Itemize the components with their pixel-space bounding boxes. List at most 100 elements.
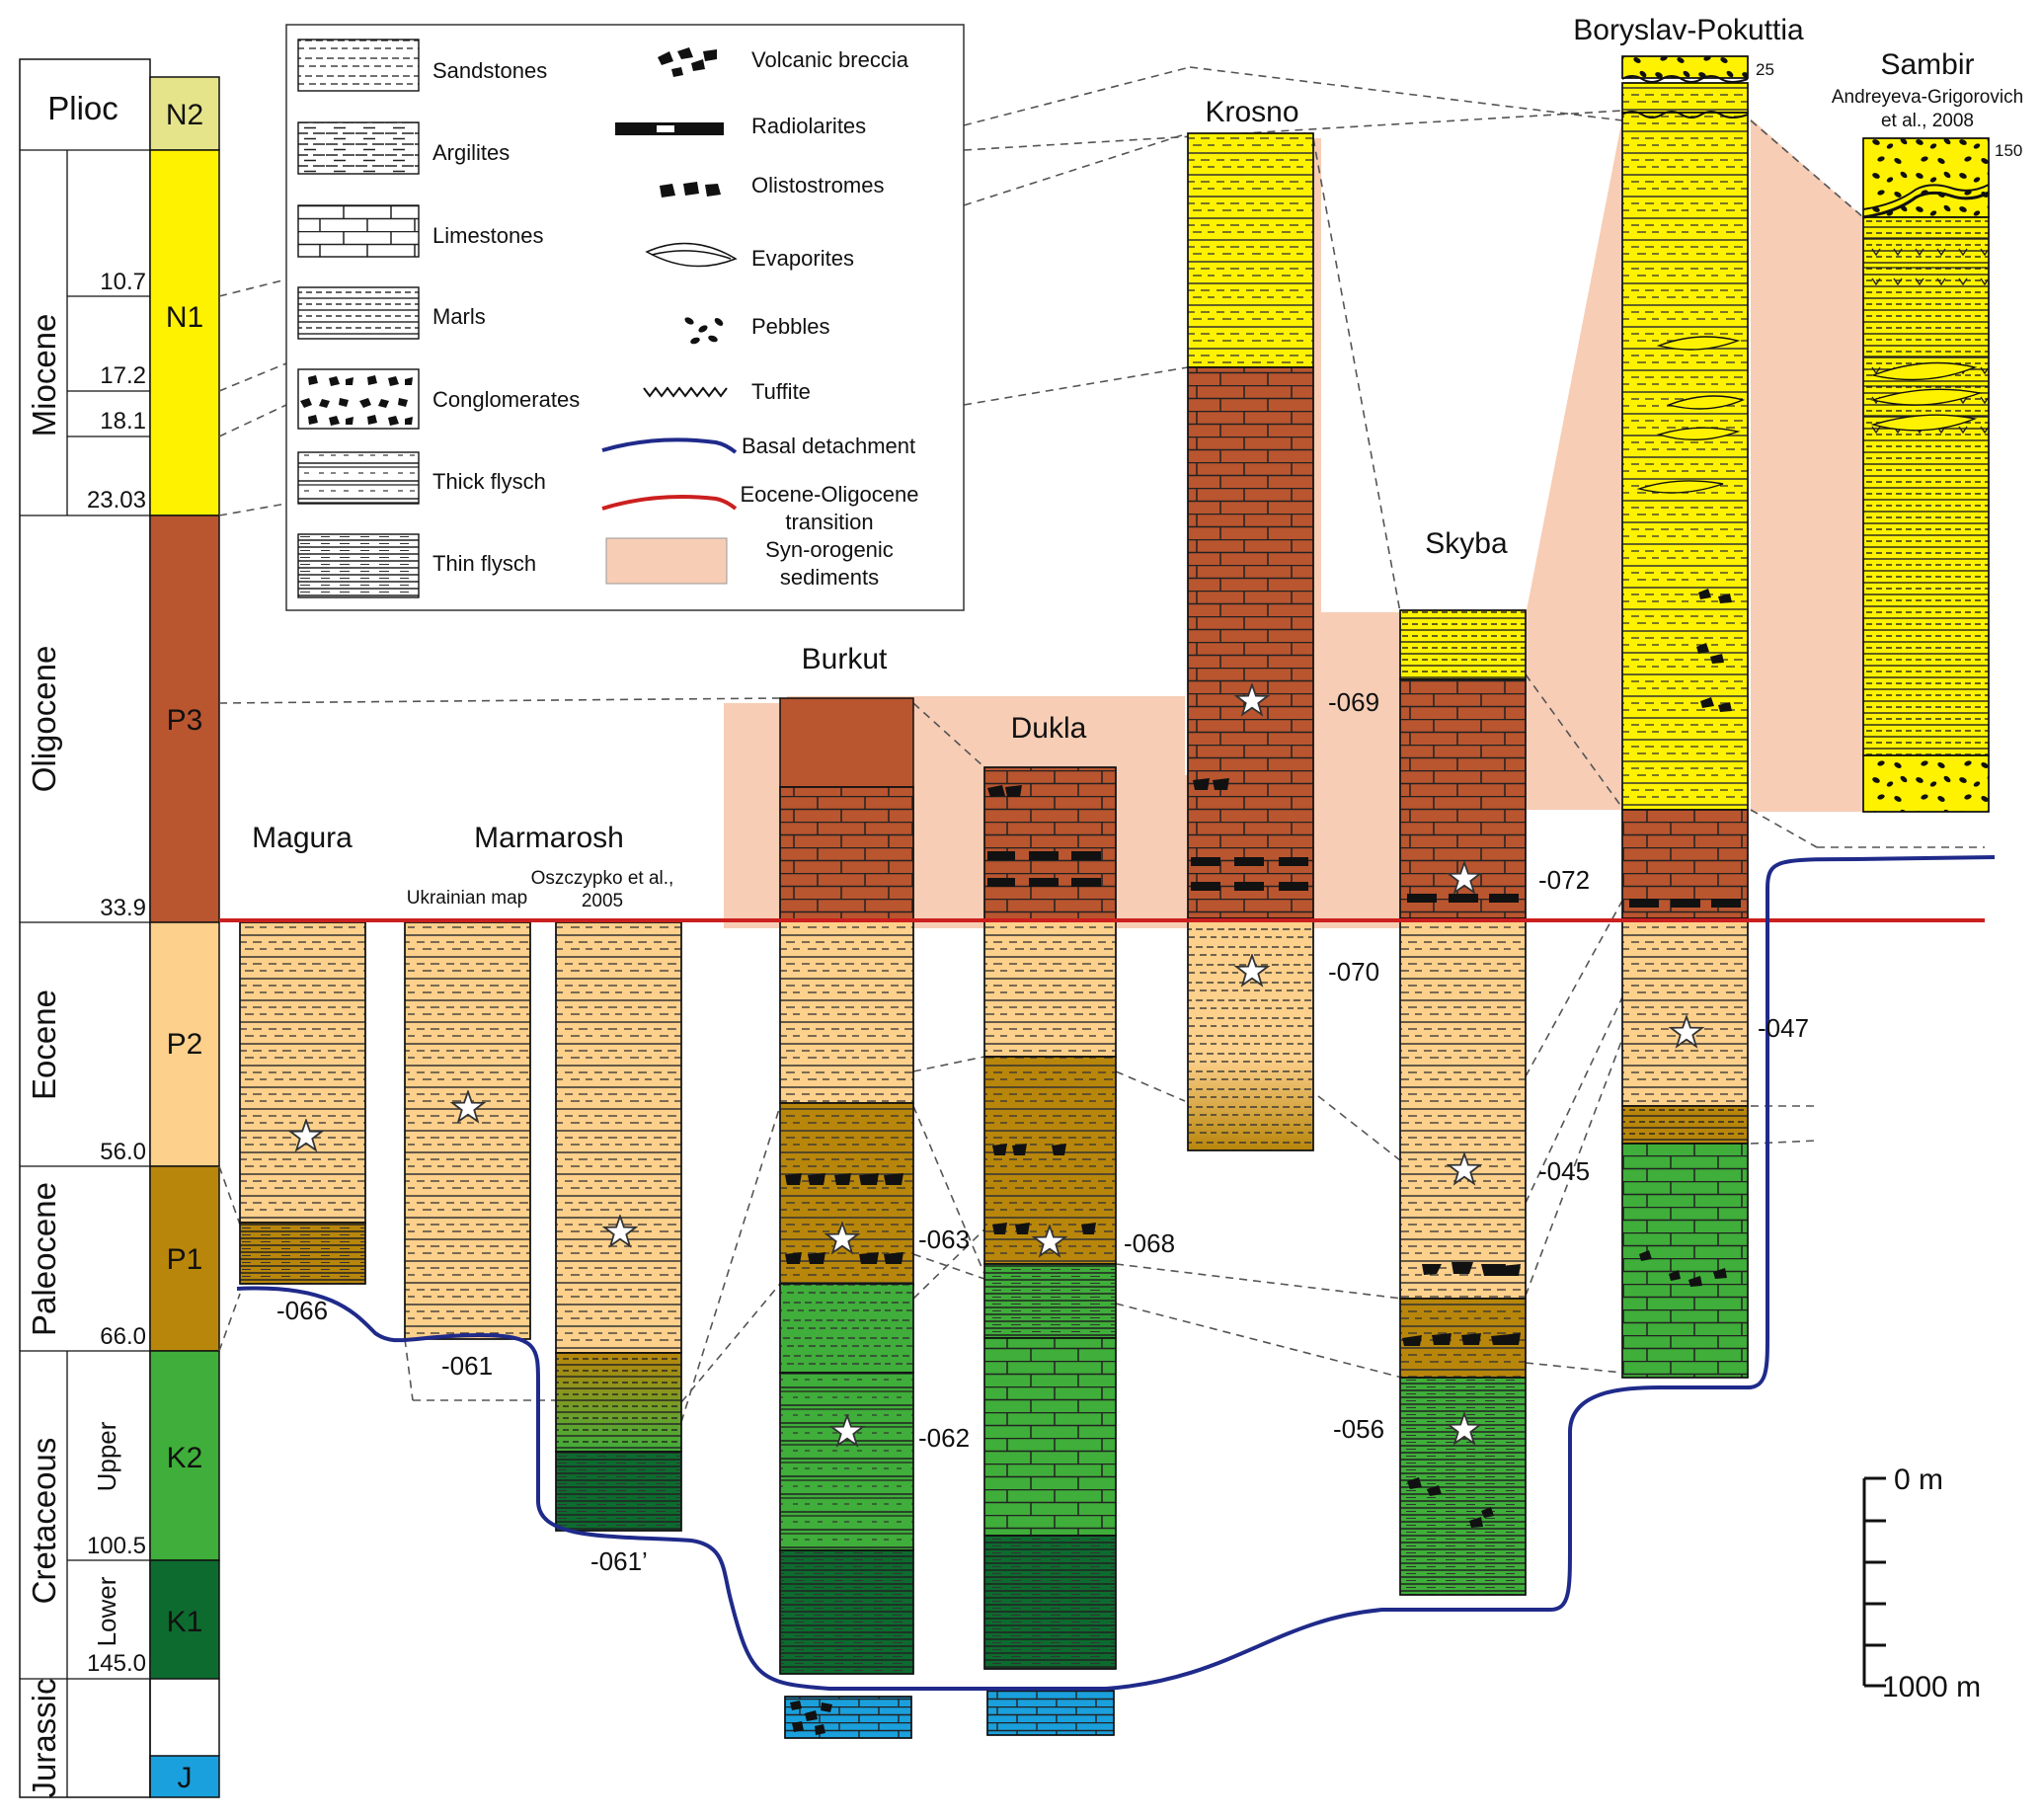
syn-orogenic-fill bbox=[1321, 612, 1400, 928]
period-label: K1 bbox=[167, 1606, 203, 1638]
period-k2 bbox=[149, 1350, 220, 1561]
title-skyba: Skyba bbox=[1425, 527, 1508, 560]
legend-swatch-limestones bbox=[297, 204, 420, 258]
legend-swatch-sandstones bbox=[297, 39, 420, 92]
sample-label: -062 bbox=[918, 1423, 970, 1453]
period-label: P1 bbox=[167, 1243, 203, 1276]
legend-swatch-marls bbox=[297, 286, 420, 340]
scale-label-top: 0 m bbox=[1894, 1464, 1943, 1496]
evaporite-marks bbox=[1636, 336, 1983, 494]
basal-detachment-line bbox=[236, 855, 1996, 1691]
subdivision-upper: Upper bbox=[92, 1421, 121, 1491]
legend-label: Thin flysch bbox=[432, 551, 536, 576]
subdivision-lower: Lower bbox=[92, 1576, 121, 1646]
unconformity-marks bbox=[1621, 75, 1990, 219]
legend-label: Sandstones bbox=[432, 58, 547, 83]
age-label: 33.9 bbox=[100, 895, 146, 921]
legend-label: Syn-orogenic bbox=[765, 537, 894, 562]
legend: Sandstones Argilites Limestones Marls Co… bbox=[285, 24, 965, 611]
pebbles-icon bbox=[684, 317, 724, 345]
eocene-oligocene-icon bbox=[601, 494, 738, 511]
age-label: 56.0 bbox=[100, 1139, 146, 1165]
label-150: 150 bbox=[1995, 141, 2022, 160]
epoch-eocene: Eocene bbox=[26, 989, 62, 1100]
scale-label-bottom: 1000 m bbox=[1882, 1671, 1981, 1703]
legend-label: Basal detachment bbox=[742, 434, 915, 458]
period-label: N1 bbox=[166, 301, 203, 334]
sample-label: -056 bbox=[1333, 1414, 1384, 1444]
title-marmarosh: Marmarosh bbox=[474, 822, 624, 854]
period-j bbox=[149, 1755, 220, 1798]
radiolarites-icon bbox=[615, 122, 724, 135]
period-k1 bbox=[149, 1559, 220, 1680]
syn-orogenic-fill bbox=[1751, 119, 1863, 812]
age-label: 100.5 bbox=[87, 1533, 146, 1559]
sample-label: -061 bbox=[441, 1351, 493, 1381]
label-25: 25 bbox=[1756, 60, 1774, 79]
age-label: 145.0 bbox=[87, 1650, 146, 1677]
columns bbox=[239, 55, 1990, 1739]
source-ukrainian-map: Ukrainian map bbox=[407, 888, 528, 909]
sample-label: -069 bbox=[1328, 687, 1379, 717]
scale-bar: 0 m 1000 m bbox=[1862, 1464, 1981, 1703]
legend-label: sediments bbox=[780, 565, 879, 590]
olistostromes-icon bbox=[660, 182, 721, 198]
syn-orogenic-fill bbox=[724, 703, 787, 928]
title-sambir: Sambir bbox=[1880, 48, 1974, 81]
timescale: Plioc Miocene Oligocene Eocene Paleocene… bbox=[19, 58, 220, 1798]
source-andreyeva-year: et al., 2008 bbox=[1881, 111, 1974, 131]
legend-label: Volcanic breccia bbox=[751, 47, 909, 72]
sample-label: -072 bbox=[1538, 865, 1590, 895]
title-magura: Magura bbox=[252, 822, 353, 854]
source-oszczypko-year: 2005 bbox=[582, 891, 623, 911]
legend-label: transition bbox=[785, 510, 873, 534]
period-label: K2 bbox=[167, 1442, 203, 1474]
period-n2 bbox=[149, 76, 220, 151]
legend-label: Pebbles bbox=[751, 314, 830, 339]
column-titles: Magura Marmarosh Ukrainian map Oszczypko… bbox=[252, 14, 2023, 911]
basal-detachment-icon bbox=[601, 437, 738, 454]
sample-label: -070 bbox=[1328, 957, 1379, 987]
epoch-miocene: Miocene bbox=[26, 314, 62, 437]
column-burkut bbox=[779, 697, 914, 1739]
title-dukla: Dukla bbox=[1011, 712, 1087, 745]
sample-label: -045 bbox=[1538, 1156, 1590, 1186]
column-krosno bbox=[1187, 132, 1314, 1151]
legend-label: Conglomerates bbox=[432, 387, 580, 412]
epoch-cretaceous: Cretaceous bbox=[26, 1438, 62, 1605]
title-burkut: Burkut bbox=[802, 643, 888, 675]
age-label: 18.1 bbox=[100, 408, 146, 435]
title-boryslav-pokuttia: Boryslav-Pokuttia bbox=[1573, 14, 1804, 46]
age-label: 23.03 bbox=[87, 487, 146, 514]
legend-swatch-conglomerates bbox=[297, 368, 420, 430]
legend-swatch-argilites bbox=[297, 121, 420, 175]
period-label: J bbox=[178, 1762, 193, 1794]
column-boryslav-pokuttia bbox=[1621, 55, 1749, 1379]
period-label: P3 bbox=[167, 704, 203, 737]
source-oszczypko: Oszczypko et al., bbox=[531, 868, 674, 889]
period-label: N2 bbox=[166, 99, 203, 131]
column-marmarosh-ukrainian-map bbox=[404, 921, 531, 1340]
period-label: P2 bbox=[167, 1028, 203, 1061]
radiolarite-marks bbox=[987, 851, 1741, 908]
legend-label: Evaporites bbox=[751, 246, 854, 271]
correlation-lines bbox=[218, 66, 1985, 1423]
legend-label: Marls bbox=[432, 304, 486, 329]
sample-label: -061’ bbox=[590, 1546, 648, 1576]
conglomerate-marks bbox=[785, 589, 1732, 1528]
legend-label: Limestones bbox=[432, 223, 544, 248]
legend-swatch-thick-flysch bbox=[297, 451, 420, 505]
legend-label: Thick flysch bbox=[432, 469, 546, 494]
volcanic-breccia-mark bbox=[790, 1701, 832, 1735]
legend-label: Tuffite bbox=[751, 379, 811, 404]
volcanic-breccia-icon bbox=[658, 47, 717, 77]
column-sambir bbox=[1862, 137, 1990, 813]
sample-label: -068 bbox=[1124, 1228, 1175, 1258]
age-label: 17.2 bbox=[100, 362, 146, 389]
column-skyba bbox=[1399, 609, 1527, 1596]
legend-label: Argilites bbox=[432, 140, 510, 165]
evaporites-icon bbox=[645, 242, 738, 268]
period-p2 bbox=[149, 921, 220, 1167]
legend-label: Eocene-Oligocene bbox=[740, 482, 918, 507]
